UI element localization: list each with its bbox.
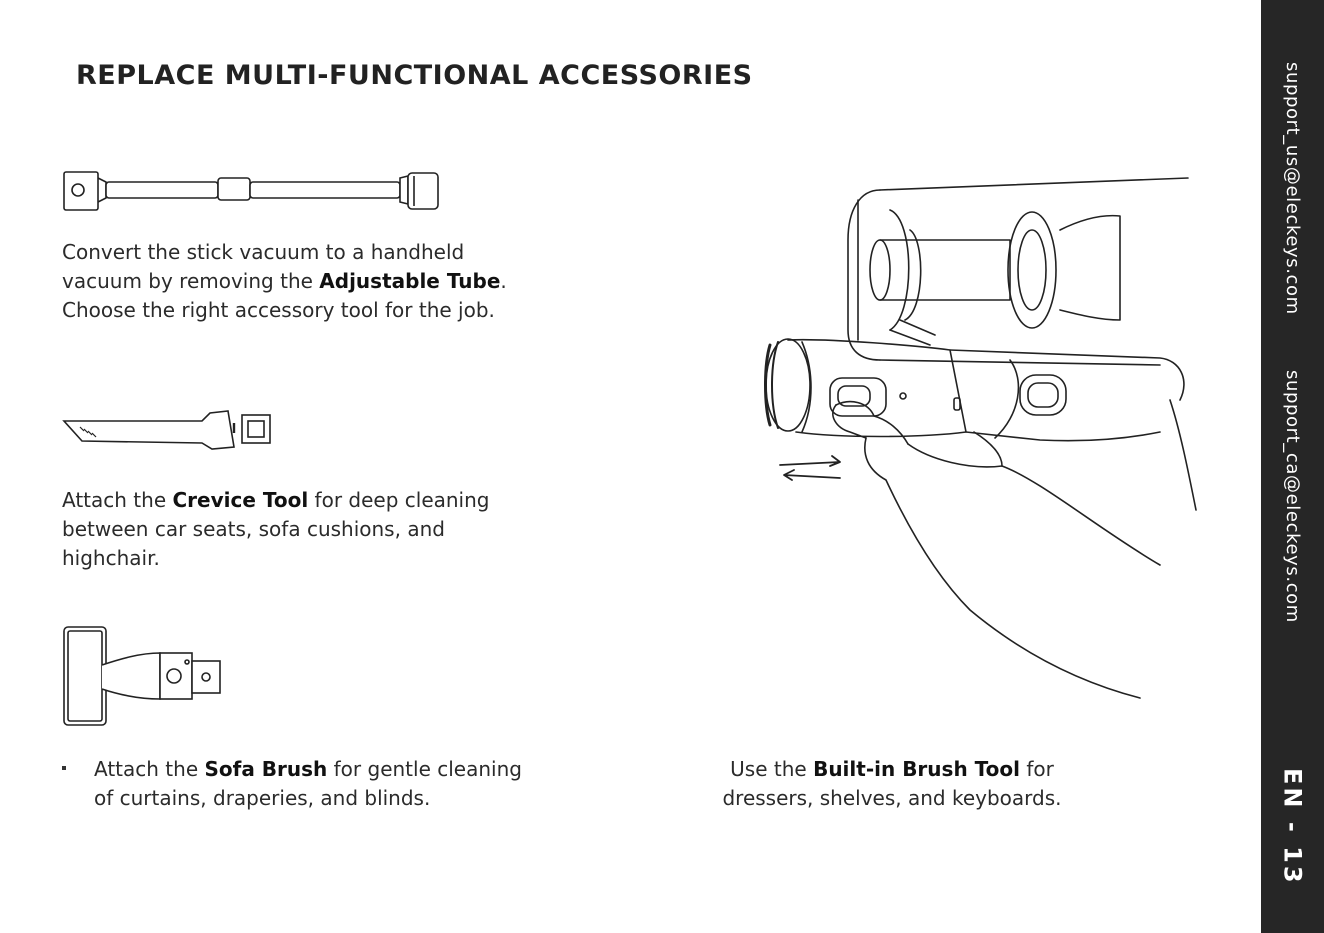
- sofa-brush-description: Attach the Sofa Brush for gentle cleanin…: [94, 755, 522, 813]
- text-line: highchair.: [62, 546, 160, 570]
- adjustable-tube-label: Adjustable Tube: [319, 269, 501, 293]
- adjustable-tube-illustration: [63, 171, 439, 211]
- support-us-email: support_us@eleckeys.com: [1282, 62, 1303, 315]
- text-line: Attach the Sofa Brush for gentle cleanin…: [94, 755, 522, 784]
- text-span: vacuum by removing the: [62, 269, 320, 293]
- page-title: REPLACE MULTI-FUNCTIONAL ACCESSORIES: [76, 60, 753, 91]
- support-ca-email: support_ca@eleckeys.com: [1282, 370, 1303, 623]
- text-line: Choose the right accessory tool for the …: [62, 298, 495, 322]
- bullet-marker: [62, 766, 66, 770]
- text-line: Use the Built-in Brush Tool for: [706, 755, 1078, 784]
- text-line: Convert the stick vacuum to a handheld: [62, 240, 465, 264]
- text-span: for deep cleaning: [308, 488, 490, 512]
- text-line: dressers, shelves, and keyboards.: [722, 786, 1062, 810]
- crevice-tool-description: Attach the Crevice Tool for deep cleanin…: [62, 486, 489, 573]
- text-line: of curtains, draperies, and blinds.: [94, 786, 431, 810]
- text-span: for gentle cleaning: [327, 757, 522, 781]
- built-in-brush-illustration: [764, 177, 1197, 699]
- page-number: EN - 13: [1278, 768, 1307, 886]
- sofa-brush-illustration: [63, 626, 221, 726]
- side-bar: support_us@eleckeys.com support_ca@eleck…: [1261, 0, 1324, 933]
- text-span: Use the: [730, 757, 814, 781]
- text-span: for: [1019, 757, 1054, 781]
- text-line: vacuum by removing the Adjustable Tube.: [62, 267, 507, 296]
- built-in-brush-description: Use the Built-in Brush Tool for dressers…: [706, 755, 1078, 813]
- sofa-brush-label: Sofa Brush: [204, 757, 328, 781]
- crevice-tool-label: Crevice Tool: [172, 488, 309, 512]
- text-span: Attach the: [94, 757, 205, 781]
- crevice-tool-illustration: [62, 410, 271, 450]
- adjustable-tube-description: Convert the stick vacuum to a handheld v…: [62, 238, 507, 325]
- text-span: Attach the: [62, 488, 173, 512]
- text-line: Attach the Crevice Tool for deep cleanin…: [62, 486, 489, 515]
- built-in-brush-label: Built-in Brush Tool: [813, 757, 1020, 781]
- text-span: .: [500, 269, 507, 293]
- text-line: between car seats, sofa cushions, and: [62, 517, 445, 541]
